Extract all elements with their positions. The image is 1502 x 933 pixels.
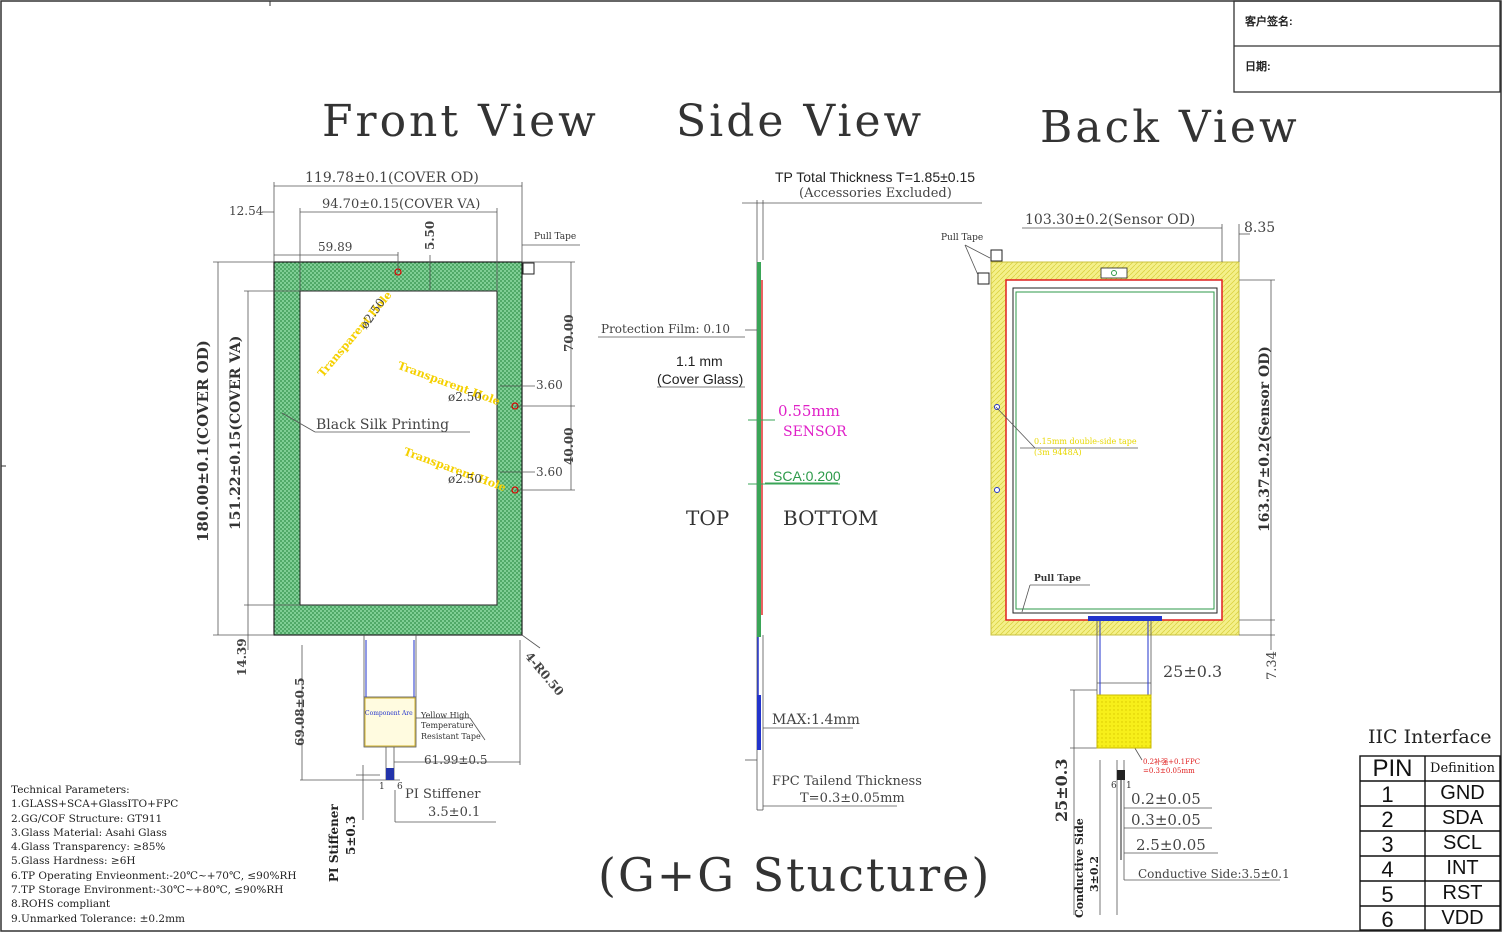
fpc-tail-thickness: T=0.3±0.05mm (800, 791, 905, 806)
sensor-thickness: 0.55mm (778, 402, 840, 420)
back-bottom-margin: 7.34 (1265, 651, 1280, 680)
pin-definition: SDA (1441, 807, 1484, 829)
front-pin6-label: 6 (397, 782, 403, 792)
pin-definition: INT (1446, 857, 1479, 879)
pin-number: 4 (1381, 857, 1394, 882)
pin-number: 6 (1381, 907, 1394, 932)
double-side-tape-label: 0.15mm double-side tape (1034, 437, 1137, 446)
iic-interface-title: IIC Interface (1368, 726, 1492, 748)
pi-stiffener-width: 3.5±0.1 (428, 805, 481, 820)
hole-spacing-40: 40.00 (562, 427, 576, 465)
pin-header: PIN (1372, 755, 1413, 782)
hole-offset-dim-1: 3.60 (536, 378, 563, 392)
tech-title: Technical Parameters: (11, 784, 130, 796)
fpc-tail-label: FPC Tailend Thickness (772, 774, 922, 789)
pin-definition: RST (1442, 882, 1483, 904)
back-dim-1: 0.2±0.05 (1131, 790, 1201, 808)
date-label: 日期: (1245, 61, 1271, 73)
hole-y-dim: 5.50 (423, 220, 437, 250)
definition-header: Definition (1430, 761, 1495, 776)
fpc-length-dim: 69.08±0.5 (293, 677, 307, 746)
hole-offset-dim-2: 3.60 (536, 465, 563, 479)
protection-film-label: Protection Film: 0.10 (601, 322, 731, 336)
pin-definition: GND (1440, 782, 1485, 804)
stiffener-note-2: =0.3±0.05mm (1143, 767, 1195, 775)
fpc-width-dim: 25±0.3 (1163, 662, 1223, 681)
tech-line: 6.TP Operating Envieonment:-20℃~+70℃, ≤9… (11, 869, 297, 882)
hole-spacing-70: 70.00 (562, 314, 576, 352)
back-pin6-label: 6 (1111, 781, 1117, 791)
cover-va-height: 151.22±0.15(COVER VA) (228, 335, 244, 530)
accessories-excluded-label: (Accessories Excluded) (799, 186, 952, 201)
hole-x-dim: 59.89 (318, 240, 353, 254)
tech-line: 2.GG/COF Structure: GT911 (11, 812, 163, 825)
front-pin1-label: 1 (379, 782, 385, 792)
back-pull-tape-top: Pull Tape (941, 233, 984, 243)
sensor-label: SENSOR (783, 424, 847, 440)
pin-number: 3 (1381, 832, 1394, 857)
back-pull-tape-bottom: Pull Tape (1034, 574, 1081, 584)
technical-parameters: Technical Parameters: 1.GLASS+SCA+GlassI… (11, 783, 297, 926)
structure-title: (G+G Stucture) (598, 848, 992, 902)
pin-number: 1 (1381, 782, 1394, 807)
pi-stiffener-label: PI Stiffener (405, 787, 481, 802)
tech-line: 3.Glass Material: Asahi Glass (11, 826, 167, 839)
back-pin1-label: 1 (1126, 781, 1132, 791)
conductive-side-horizontal: Conductive Side:3.5±0.1 (1138, 867, 1290, 881)
top-label: TOP (686, 506, 730, 530)
front-view-title: Front View (322, 96, 599, 147)
hole-dia-3: ø2.50 (448, 472, 482, 486)
side-view-title: Side View (676, 96, 925, 147)
pi-stiffener-vertical-label: PI Stiffener (327, 804, 341, 882)
total-thickness-label: TP Total Thickness T=1.85±0.15 (775, 169, 976, 185)
tech-line: 5.Glass Hardness: ≥6H (11, 855, 136, 868)
hole-dia-2: ø2.50 (448, 390, 482, 404)
conductive-side-vertical: Conductive Side (1073, 818, 1086, 918)
component-area-label: Component Are (365, 710, 413, 717)
back-dim-3: 2.5±0.05 (1136, 836, 1206, 854)
sca-label: SCA:0.200 (773, 468, 841, 484)
front-pull-tape-label: Pull Tape (534, 232, 577, 242)
customer-signature-label: 客户签名: (1245, 16, 1293, 28)
fpc-max-thickness: MAX:1.4mm (772, 712, 860, 728)
yellow-tape-label: Yellow High Temperature Resistant Tape (421, 711, 481, 741)
sensor-od-width: 103.30±0.2(Sensor OD) (1025, 212, 1196, 228)
cover-va-width: 94.70±0.15(COVER VA) (322, 197, 481, 212)
bottom-label: BOTTOM (783, 506, 879, 530)
black-silk-printing-label: Black Silk Printing (316, 417, 450, 433)
pin-definition: SCL (1443, 832, 1482, 854)
pi-stiffener-vertical-dim: 5±0.3 (344, 815, 358, 855)
left-margin-dim: 12.54 (229, 204, 264, 218)
back-right-margin: 8.35 (1244, 220, 1276, 236)
tech-line: 4.Glass Transparency: ≥85% (11, 841, 166, 854)
fpc-offset-dim: 61.99±0.5 (424, 753, 488, 767)
sensor-od-height: 163.37±0.2(Sensor OD) (1257, 346, 1273, 532)
cover-glass-thickness: 1.1 mm (676, 353, 723, 369)
cover-glass-label: (Cover Glass) (657, 371, 744, 387)
conductive-side-vertical-dim: 3±0.2 (1088, 855, 1101, 892)
tech-line: 1.GLASS+SCA+GlassITO+FPC (11, 798, 179, 811)
fpc-height-dim: 25±0.3 (1052, 758, 1071, 822)
cover-od-width: 119.78±0.1(COVER OD) (305, 170, 479, 186)
tech-line: 9.Unmarked Tolerance: ±0.2mm (11, 912, 186, 925)
pin-number: 5 (1381, 882, 1394, 907)
back-dim-2: 0.3±0.05 (1131, 811, 1201, 829)
bottom-margin-dim: 14.39 (235, 638, 249, 676)
stiffener-note: 0.2补强+0.1FPC (1143, 758, 1201, 766)
tech-line: 7.TP Storage Environment:-30℃~+80℃, ≤90%… (11, 884, 284, 897)
back-view-title: Back View (1040, 102, 1300, 153)
cover-od-height: 180.00±0.1(COVER OD) (194, 340, 212, 542)
tech-line: 8.ROHS compliant (11, 898, 111, 911)
pin-definition: VDD (1441, 907, 1484, 929)
pin-number: 2 (1381, 807, 1394, 832)
double-side-tape-spec: (3m 9448A) (1034, 448, 1082, 457)
